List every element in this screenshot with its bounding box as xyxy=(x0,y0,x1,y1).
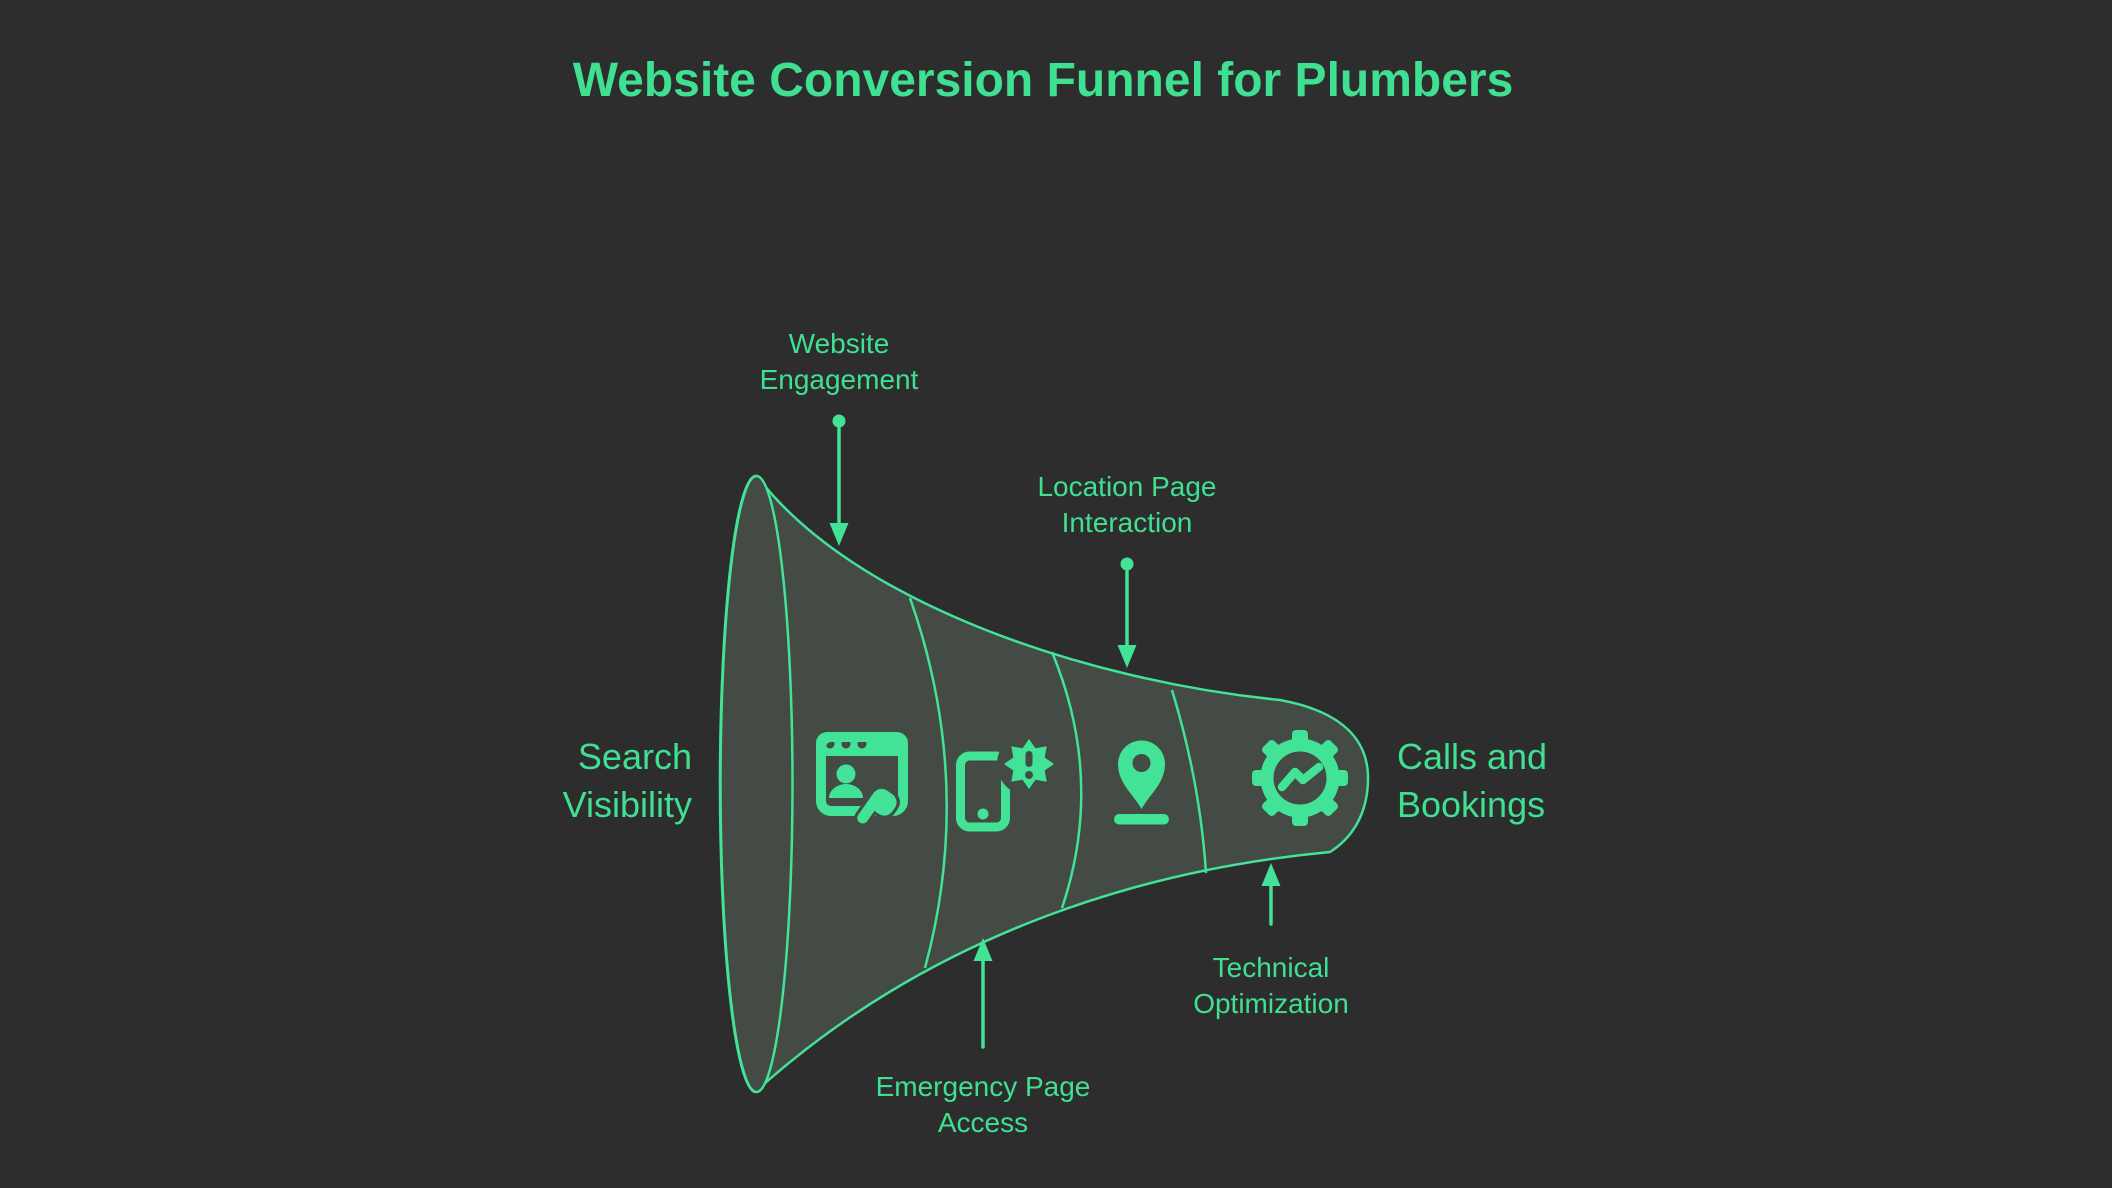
arrow-head-down-icon xyxy=(829,523,849,546)
stage-label-technical-optimization: Technical Optimization xyxy=(1193,952,1349,1019)
callout-arrow-technical-optimization xyxy=(1261,863,1281,926)
stage-label-website-engagement: Website Engagement xyxy=(760,328,919,395)
location-pin-icon xyxy=(1114,740,1169,825)
stage-label-line: Emergency Page xyxy=(876,1071,1091,1102)
browser-user-click-icon xyxy=(816,732,908,827)
stage-label-line: Access xyxy=(938,1107,1028,1138)
stage-label-emergency-page-access: Emergency Page Access xyxy=(876,1071,1091,1138)
stage-label-line: Location Page xyxy=(1037,471,1216,502)
stage-label-line: Website xyxy=(789,328,890,359)
stage-label-line: Engagement xyxy=(760,364,919,395)
stage-divider-1 xyxy=(908,597,948,969)
stage-label-location-page-interaction: Location Page Interaction xyxy=(1037,471,1216,538)
funnel-input-label: Search Visibility xyxy=(563,736,692,825)
input-label-line: Visibility xyxy=(563,784,692,825)
gear-analytics-icon xyxy=(1252,730,1348,826)
callout-arrow-emergency-page xyxy=(973,938,993,1049)
stage-label-line: Interaction xyxy=(1062,507,1193,538)
arrow-head-up-icon xyxy=(1261,863,1281,886)
output-label-line: Calls and xyxy=(1397,736,1547,777)
input-label-line: Search xyxy=(578,736,692,777)
arrow-start-dot xyxy=(832,414,846,428)
stage-label-line: Technical xyxy=(1213,952,1330,983)
stage-divider-3 xyxy=(1170,689,1208,874)
phone-alert-icon xyxy=(956,732,1061,832)
arrow-start-dot xyxy=(1120,557,1134,571)
stage-divider-2 xyxy=(1050,651,1083,909)
stage-label-line: Optimization xyxy=(1193,988,1349,1019)
callout-arrow-location-page xyxy=(1117,557,1137,668)
arrow-head-down-icon xyxy=(1117,645,1137,668)
funnel-output-label: Calls and Bookings xyxy=(1397,736,1547,825)
funnel-mouth xyxy=(719,474,794,1094)
arrow-head-up-icon xyxy=(973,938,993,961)
callout-arrow-website-engagement xyxy=(829,414,849,546)
page-title: Website Conversion Funnel for Plumbers xyxy=(573,54,1514,107)
output-label-line: Bookings xyxy=(1397,784,1545,825)
